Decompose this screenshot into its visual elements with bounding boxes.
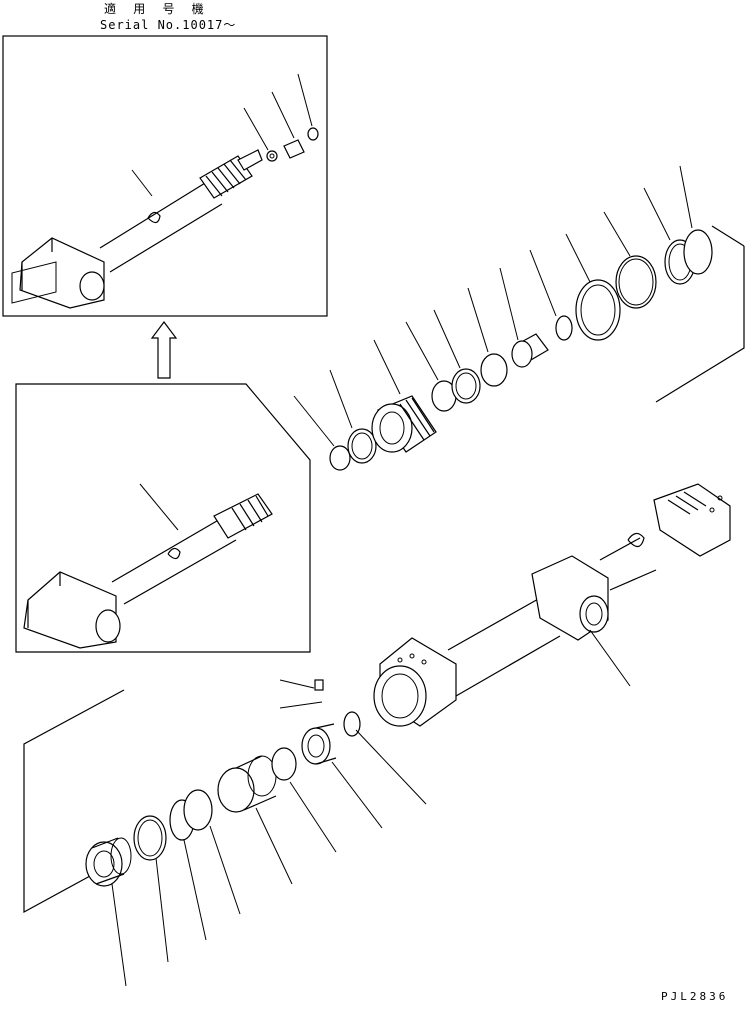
- inset-original: [15, 383, 311, 653]
- part-wiper: [133, 815, 167, 861]
- serial-range-label: Serial No.10017～: [100, 18, 237, 32]
- up-arrow-icon: [150, 321, 178, 379]
- part-gland: [217, 755, 277, 813]
- inset-new-serial: [2, 35, 328, 317]
- part-gland-cap: [85, 837, 132, 887]
- leader-lines-lower: [111, 679, 427, 987]
- lower-parts-row: [23, 679, 427, 987]
- piston-rod-original: [23, 483, 273, 649]
- cylinder-tube: [373, 483, 731, 727]
- part-piston: [371, 395, 437, 453]
- upper-parts-row: [293, 165, 745, 471]
- leader-lines-upper: [293, 165, 693, 447]
- piston-rod-new: [11, 127, 319, 309]
- part-bushing-7: [511, 333, 549, 368]
- applicable-model-label: 適 用 号 機: [104, 2, 209, 16]
- part-snap-ring-8: [555, 315, 573, 341]
- part-ring-12: [683, 229, 713, 275]
- part-ring-10: [615, 255, 657, 309]
- part-o-ring-1: [329, 445, 351, 471]
- part-seal-b: [183, 789, 213, 831]
- part-nut: [301, 723, 337, 765]
- drawing-code: PJL2836: [661, 990, 729, 1003]
- part-o-ring-lower: [271, 747, 297, 781]
- part-ring-6: [480, 353, 508, 387]
- part-ring-9: [575, 279, 621, 341]
- leader-lines-new: [131, 73, 313, 197]
- part-set-screw: [314, 679, 324, 691]
